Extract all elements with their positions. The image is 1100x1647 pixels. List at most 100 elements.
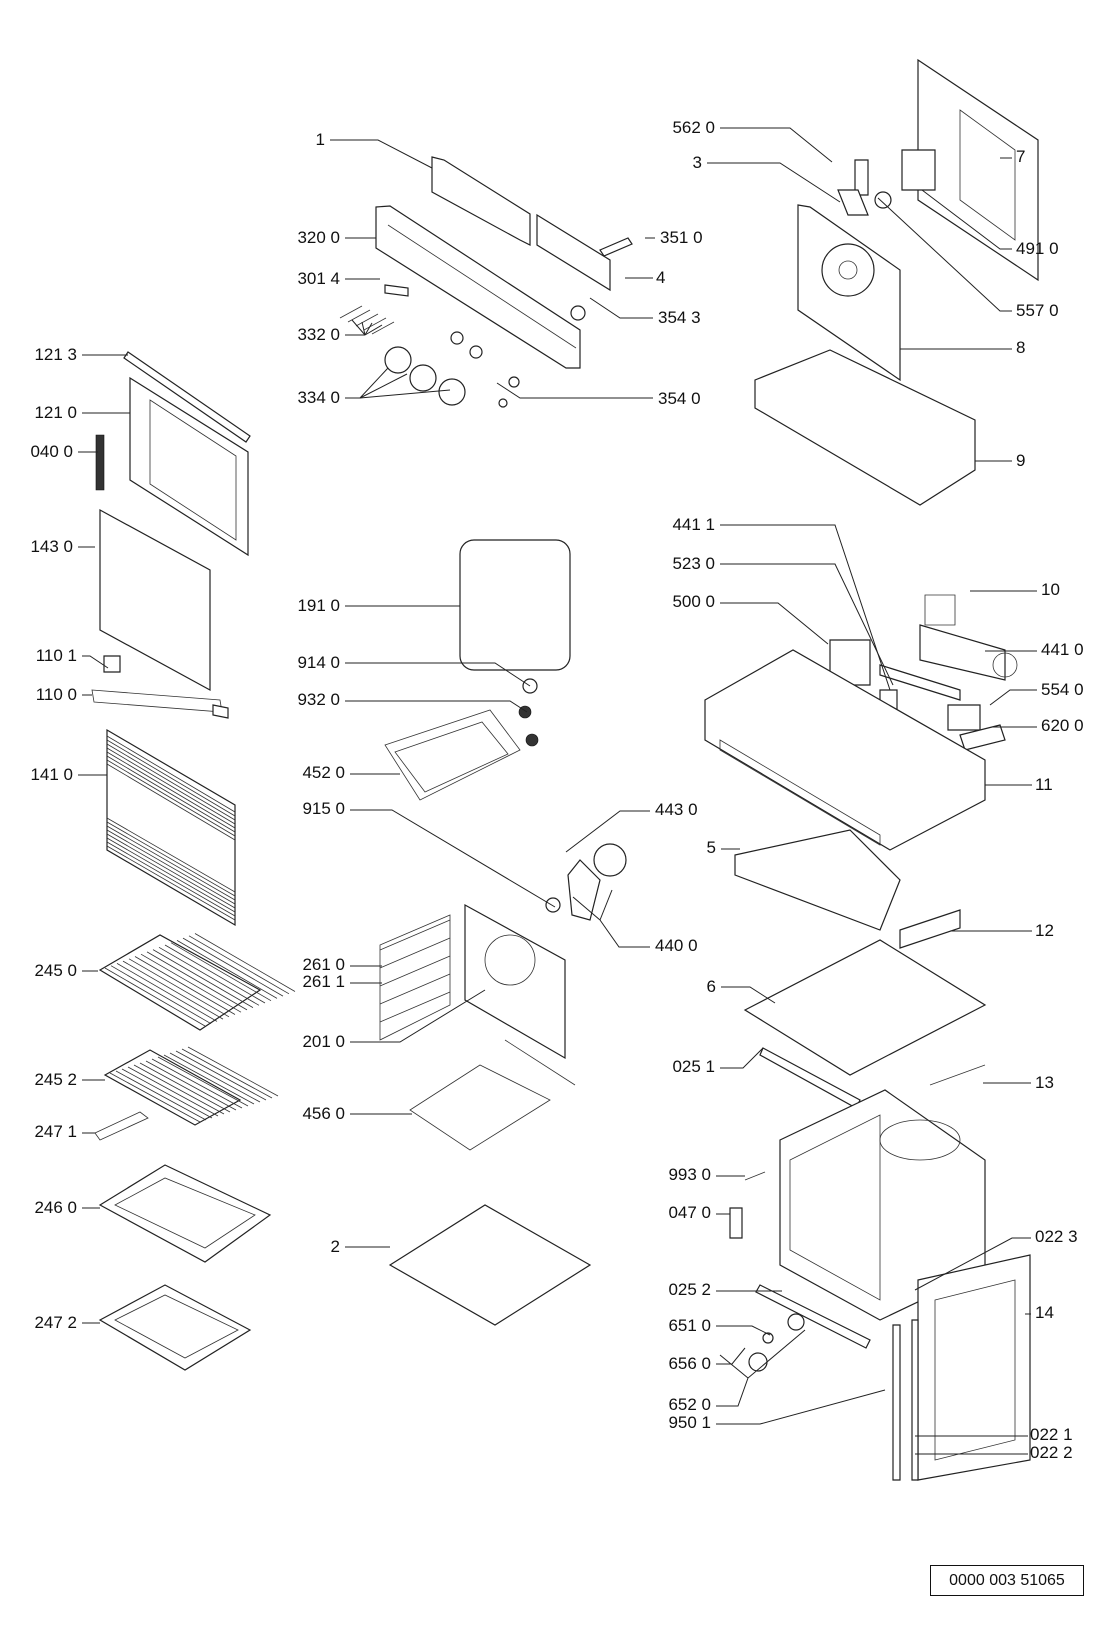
oven-door-seal [459,539,571,671]
control-panel-fascia [375,205,581,369]
top-cover-plate [754,349,976,506]
leader-line [921,189,1012,250]
callout-label: 13 [1035,1073,1054,1092]
leader-line [364,324,383,336]
glass-stripe [106,755,236,833]
callout-label: 6 [707,977,716,996]
handle-cap [212,704,229,719]
control-pcb [431,156,531,246]
knob-hole [508,376,520,388]
leader-line [364,322,373,336]
glass-stripe [106,841,236,917]
shelf-wire [188,935,290,995]
glass-stripe [106,763,236,841]
leader-lines [78,127,1037,1455]
shelf-wire [176,940,278,999]
side-panel-inner [934,1279,1016,1461]
baking-tray [98,1164,272,1263]
leader-line [565,810,650,853]
leader-line [345,367,389,399]
callout-label: 3 [693,153,702,172]
leader-line [599,889,613,921]
callout-label: 351 0 [660,228,703,247]
callout-label: 8 [1016,338,1025,357]
callout-label: 914 0 [297,653,340,672]
callout-label: 301 4 [297,269,340,288]
oven-knob [409,364,437,392]
probe-socket [599,237,633,257]
leader-line [359,373,408,399]
callout-label: 121 0 [34,403,77,422]
shelf-wire [194,933,296,992]
rack-wire [133,1064,225,1115]
shelf-wire [170,942,272,1002]
rack-wire [121,1068,213,1119]
rack-wire [187,1046,279,1097]
shelf-wire [164,944,266,1004]
callout-label: 7 [1016,147,1025,166]
support-rail [379,991,451,1023]
rack-wire [151,1058,243,1109]
callout-label: 1 [316,130,325,149]
side-shelf-support [379,914,451,1041]
callout-label: 040 0 [30,442,73,461]
leader-line [914,1237,1031,1291]
spacer [762,1332,774,1344]
callout-label: 4 [656,268,665,287]
glass-stripe [106,845,236,921]
shelf-wire [128,958,230,1018]
vertical-strip [911,1319,919,1481]
glass-stripe [106,837,236,913]
oven-bottom-plate [388,1204,592,1326]
glass-stripe [106,833,236,909]
leader-line [345,662,531,687]
callout-label: 143 0 [30,537,73,556]
callout-label: 201 0 [302,1032,345,1051]
fascia-edge [387,224,577,349]
tray-slot [719,739,881,846]
callout-label: 11 [1035,775,1053,794]
callout-label: 915 0 [302,799,345,818]
fan-cover-plate [464,903,566,1060]
knob-hole [469,345,483,359]
callout-label: 110 0 [36,685,77,704]
leader-line [359,389,451,399]
leader-line [720,524,891,691]
door-seal-strip [123,351,251,443]
callout-label: 656 0 [668,1354,711,1373]
leader-line [572,896,601,921]
callout-label: 440 0 [655,936,698,955]
callout-label: 245 0 [34,961,77,980]
callout-label: 2 [331,1237,340,1256]
callout-label: 10 [1041,580,1060,599]
leader-line [599,919,650,948]
callout-label: 247 1 [34,1122,77,1141]
indicator-lamp [498,398,508,408]
vertical-strip [892,1324,901,1481]
oven-knob [438,378,466,406]
terminal-strip [879,664,961,701]
top-grill-element-inner [394,721,509,793]
callout-label: 651 0 [668,1316,711,1335]
leader-line [330,139,433,169]
leader-line [716,1325,771,1336]
shelf-wire [116,963,218,1022]
push-button-pin [371,321,395,335]
shelf-wire [110,965,212,1025]
callout-label: 652 0 [668,1395,711,1414]
callout-label: 441 1 [672,515,715,534]
callout-label: 025 2 [668,1280,711,1299]
rack-wire [169,1052,261,1103]
callout-label: 022 2 [1030,1443,1073,1462]
lamp-holder [570,305,586,321]
callout-label: 562 0 [672,118,715,137]
callout-label: 121 3 [34,345,77,364]
leader-line [589,297,653,319]
push-button-pin [355,313,379,327]
shelf-wire [152,949,254,1008]
hinge-receiver [729,1207,743,1239]
drip-pan [98,1284,252,1371]
rack-wire [139,1062,231,1113]
bracket-10 [924,594,956,626]
knob-656 [748,1352,768,1372]
